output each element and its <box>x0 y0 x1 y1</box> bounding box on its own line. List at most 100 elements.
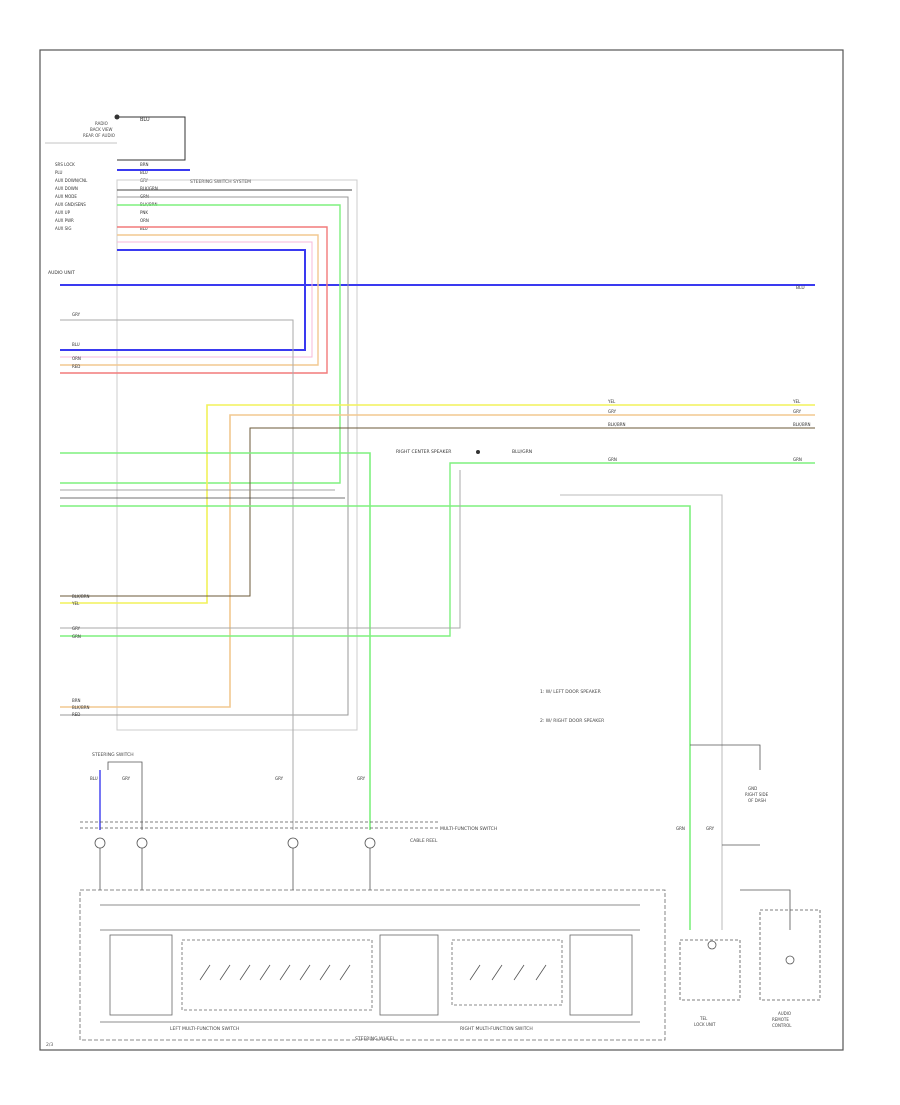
wire-harness <box>60 169 815 930</box>
switch-contact <box>469 964 481 981</box>
left-pin-label: AUX GND/SENS <box>55 202 86 207</box>
wire-grey-c <box>60 470 461 629</box>
wire-green-col <box>60 505 691 930</box>
wire-blue-loop <box>60 249 306 351</box>
mid-wire-tag: RED <box>72 364 80 369</box>
column-wire-tag: GRY <box>706 826 715 831</box>
switch-contact <box>299 964 311 981</box>
right-end-tag: BLK/BRN <box>793 422 810 427</box>
left-wire-tag: BRN <box>72 698 81 703</box>
left-wire-tag: BLK/BRN <box>72 594 89 599</box>
cable-reel-label: CABLE REEL <box>410 838 438 844</box>
switch-contact <box>219 964 231 981</box>
left-pin-label: AUX DOWN/CNL <box>55 178 88 183</box>
left-pin-wire-tag: BLU <box>140 170 148 175</box>
left-pin-label: PLU <box>55 170 62 175</box>
switch-contact <box>199 964 211 981</box>
outer-frame <box>39 49 844 1051</box>
left-pin-wire-tag: BRN <box>140 162 149 167</box>
switch-contact <box>239 964 251 981</box>
legend-1: 1: W/ LEFT DOOR SPEAKER <box>540 689 601 695</box>
wire-grey-right <box>560 494 723 930</box>
switch-contact <box>279 964 291 981</box>
left-wire-tag: BLK/BRN <box>72 705 89 710</box>
mid-wire-tag: BLU <box>72 342 80 347</box>
right-wire-tag: YEL <box>607 399 616 404</box>
left-wire-tag: GRN <box>72 634 81 639</box>
right-end-tag: YEL <box>792 399 801 404</box>
switch-contact <box>339 964 351 981</box>
right-wire-tag: GRN <box>608 457 617 462</box>
switch-contact <box>491 964 503 981</box>
legend-2: 2: W/ RIGHT DOOR SPEAKER <box>540 718 604 724</box>
left-pin-wire-tag: PNK <box>140 210 148 215</box>
rs-center-label: RIGHT CENTER SPEAKER <box>396 449 451 455</box>
switch-contact <box>513 964 525 981</box>
bus-end-tag: BLU <box>796 285 805 291</box>
left-pin-label: AUX SIG <box>55 226 72 231</box>
mid-wire-tag: GRY <box>72 312 81 317</box>
switch-contacts <box>199 964 547 981</box>
left-pin-label: AUX MODE <box>55 194 77 199</box>
right-wire-tag: GRY <box>608 409 617 414</box>
wire-pink <box>60 241 313 358</box>
wire-orange <box>60 234 319 366</box>
wire-red <box>60 226 328 374</box>
mid-wire-tag: ORN <box>72 356 81 361</box>
left-pin-label: AUX DOWN <box>55 186 78 191</box>
sub-frame <box>116 179 358 731</box>
column-wire-tag: BLU <box>90 776 98 781</box>
steering-label: STEERING SWITCH <box>92 752 134 758</box>
switch-contact <box>319 964 331 981</box>
left-side-tags: BLK/BRN YEL GRY GRN BRN BLK/BRN RED GRY BLU RED OR… <box>71 312 89 717</box>
column-wire-tag: GRN <box>676 826 685 831</box>
steering-wheel-label: STEERING WHEEL <box>355 1036 396 1042</box>
bottom-switch-box: LEFT MULTI-FUNCTION SWITCH RIGHT MULTI-F… <box>79 889 666 1042</box>
left-pin-wire-tag: BLK/GRN <box>140 186 158 191</box>
left-wire-tag: GRY <box>72 626 81 631</box>
wire-grey-b <box>60 319 294 830</box>
multi-switch-label: MULTI-FUNCTION SWITCH <box>440 826 497 832</box>
left-pin-label: AUX PWR <box>55 218 74 223</box>
wire-brown <box>60 427 815 597</box>
left-wire-tag: RED <box>72 712 80 717</box>
wire-yellow <box>60 404 815 604</box>
left-pin-label: AUX UP <box>55 210 71 215</box>
sub-frame-label: STEERING SWITCH SYSTEM <box>190 179 251 185</box>
right-end-tag: GRN <box>793 457 802 462</box>
wire-orange-b <box>60 414 815 708</box>
wire-grey-a <box>60 196 349 716</box>
bus-label: AUDIO UNIT <box>48 270 75 276</box>
speaker-node <box>476 450 480 454</box>
right-end-tag: GRY <box>793 409 802 414</box>
wire-green-main <box>60 452 371 830</box>
steering-switch-area: STEERING SWITCH CABLE REEL MULTI-FUNCTIO… <box>80 752 497 890</box>
right-wire-tag: BLK/BRN <box>608 422 625 427</box>
column-wire-tag: GRY <box>357 776 366 781</box>
left-pin-wire-tag: BLU <box>140 226 148 231</box>
column-wire-tag: GRY <box>122 776 131 781</box>
right-row-tags: YEL YEL GRY GRY BLK/BRN BLK/BRN GRN GRN BLU GRY GR… <box>90 399 810 831</box>
column-wire-tag: GRY <box>275 776 284 781</box>
wire-green-right <box>60 462 815 637</box>
left-pin-wire-tag: ORN <box>140 218 149 223</box>
switch-contact <box>535 964 547 981</box>
switch-contact <box>259 964 271 981</box>
left-wire-tag: YEL <box>71 601 80 606</box>
right-switch-title: RIGHT MULTI-FUNCTION SWITCH <box>460 1026 533 1032</box>
top-wire-tag: BLU <box>140 117 150 123</box>
left-pin-label: SRS LOCK <box>55 162 75 167</box>
legend: 1: W/ LEFT DOOR SPEAKER 2: W/ RIGHT DOOR… <box>540 689 604 724</box>
wire-green-a <box>60 204 341 484</box>
left-switch-title: LEFT MULTI-FUNCTION SWITCH <box>170 1026 239 1032</box>
rs-center-wire: BLU/GRN <box>512 449 532 455</box>
